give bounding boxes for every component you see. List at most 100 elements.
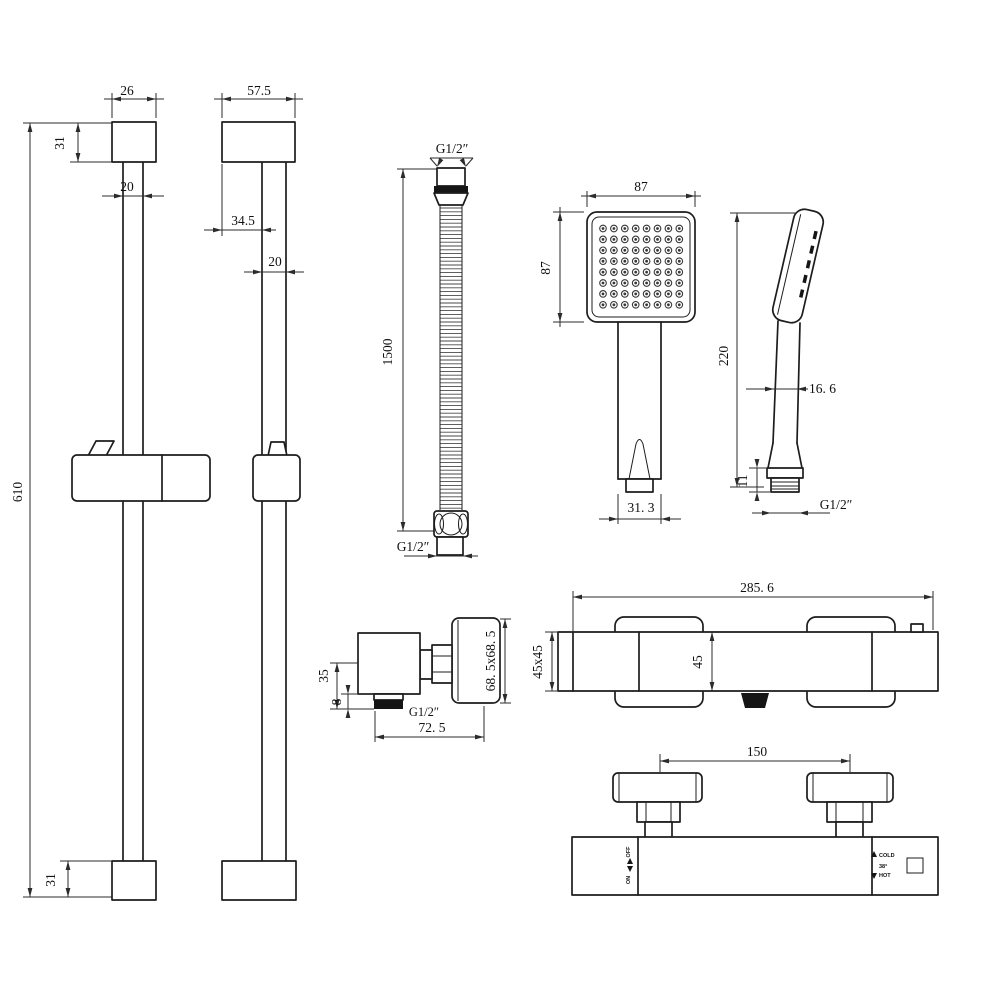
handle-inner-cone (628, 439, 651, 480)
handset-bottom-dim (752, 510, 830, 516)
hot-arrow-icon (871, 873, 877, 879)
dimension-72-5 (374, 706, 485, 742)
grip-collar (766, 467, 804, 479)
dimension-35 (330, 662, 374, 710)
dimension-45 (709, 632, 715, 691)
valve-right-nut (826, 801, 873, 823)
hot-label: HOT (879, 873, 891, 879)
dim-label-cap-height: 31 (52, 136, 67, 150)
on-label: ON (626, 876, 632, 884)
dim-label-side-bar-width: 20 (268, 254, 282, 269)
valve-top-body (557, 631, 939, 692)
grip-right-edge (796, 322, 801, 444)
hose-bottom-nut (433, 510, 469, 538)
cold-label: COLD (879, 853, 895, 859)
handset-side-head (771, 208, 825, 324)
dimension-31-bottom (60, 860, 112, 897)
head-inner-plate (591, 216, 691, 318)
dim-label-hose-length: 1500 (380, 338, 395, 365)
temperature-markings: COLD 38° HOT (871, 851, 924, 879)
rail-front-view: 610 31 26 20 (10, 83, 211, 901)
valve-left-nut (636, 801, 681, 823)
side-bottom-cap (221, 860, 297, 901)
dim-label-side-cap-width: 57.5 (247, 83, 271, 98)
dimension-87-height (553, 207, 584, 327)
hose-nut-facet (439, 512, 463, 536)
dimension-285-6 (572, 591, 934, 632)
slider-lever (87, 440, 115, 457)
dim-label-bar-width: 20 (120, 179, 134, 194)
dimension-20-front (102, 193, 164, 199)
grip-flare-left (767, 442, 774, 469)
slider-bracket (71, 454, 211, 502)
valve-right-neck (835, 821, 864, 839)
dimension-20-side (244, 269, 304, 275)
dimension-31-top (70, 123, 113, 163)
hose-ribs (440, 207, 462, 509)
outlet-connector (419, 649, 433, 680)
valve-right-plate (806, 772, 894, 803)
hose-top-connector (436, 167, 466, 187)
hose-connector-band (434, 186, 468, 193)
dim-label-bottom-cap: 31 (43, 873, 58, 887)
outlet-thread-band (374, 700, 403, 709)
dimension-150 (659, 754, 851, 772)
dim-label-bar-offset: 34.5 (231, 213, 255, 228)
valve-top-outlet (741, 693, 769, 708)
dim-label-outlet-thread: G1/2″ (409, 705, 439, 719)
dim-label-valve-length: 285. 6 (740, 580, 774, 595)
valve-top-view: 285. 6 45x45 45 (530, 580, 939, 708)
dim-label-valve-depth: 45 (690, 655, 705, 669)
valve-top-tab (910, 623, 924, 633)
grip-left-edge (772, 320, 779, 444)
dimension-31-3 (599, 494, 681, 524)
off-label: OFF (626, 846, 632, 858)
dim-label-outlet-drop: 35 (316, 669, 331, 683)
handle-end-fitting (625, 478, 654, 493)
dimension-87-width (581, 191, 701, 207)
hose-bottom-dim (404, 553, 478, 559)
dim-label-collar-height: 11 (735, 475, 750, 488)
dim-label-handset-height: 220 (716, 346, 731, 367)
handset-front-view: 87 87 31. 3 (538, 179, 701, 524)
dim-label-valve-end-section: 45x45 (530, 645, 545, 679)
dimension-16-6 (746, 386, 808, 392)
head-nozzle-grid (599, 224, 684, 309)
dimension-57-5 (214, 93, 303, 118)
hose-nut-facet-right (458, 513, 468, 535)
arrow-down-icon (627, 866, 633, 872)
wall-outlet-view: 35 8 G1/2″ 72. 5 68. 5x68. 5 (316, 617, 511, 742)
dimension-26 (104, 93, 164, 118)
dim-label-grip-width: 16. 6 (809, 381, 836, 396)
dimension-1500 (397, 168, 437, 532)
hose-connector-taper (433, 192, 469, 206)
outlet-hex-nut (431, 644, 453, 684)
grip-thread (770, 477, 800, 493)
dimension-34-5 (204, 164, 276, 236)
outlet-body (357, 632, 421, 695)
rail-bottom-cap (111, 860, 157, 901)
side-slider-tab (267, 441, 288, 457)
dimension-68-5 (500, 618, 511, 704)
temp-button (906, 857, 924, 874)
dim-label-outlet-plate: 68. 5x68. 5 (483, 630, 498, 691)
dimension-45x45 (545, 631, 558, 692)
hose-top-leader (429, 157, 474, 169)
dimension-11 (749, 459, 770, 501)
dim-label-cap-width: 26 (120, 83, 134, 98)
dim-label-head-height: 87 (538, 261, 553, 275)
hose-bottom-thread (436, 536, 464, 556)
valve-left-neck (644, 821, 673, 839)
dim-label-handset-thread: G1/2″ (820, 497, 853, 512)
dim-label-outlet-depth: 72. 5 (419, 720, 446, 735)
handset-side-view: 220 16. 6 (716, 208, 853, 516)
flow-markings: OFF ON (626, 846, 633, 884)
rail-side-view: 57.5 34.5 20 (204, 83, 304, 901)
arrow-up-icon (627, 858, 633, 864)
temp-label: 38° (879, 864, 887, 870)
dim-label-valve-spacing: 150 (747, 744, 768, 759)
rail-top-cap (111, 121, 157, 163)
outlet-step (373, 693, 404, 701)
side-top-cap (221, 121, 296, 163)
